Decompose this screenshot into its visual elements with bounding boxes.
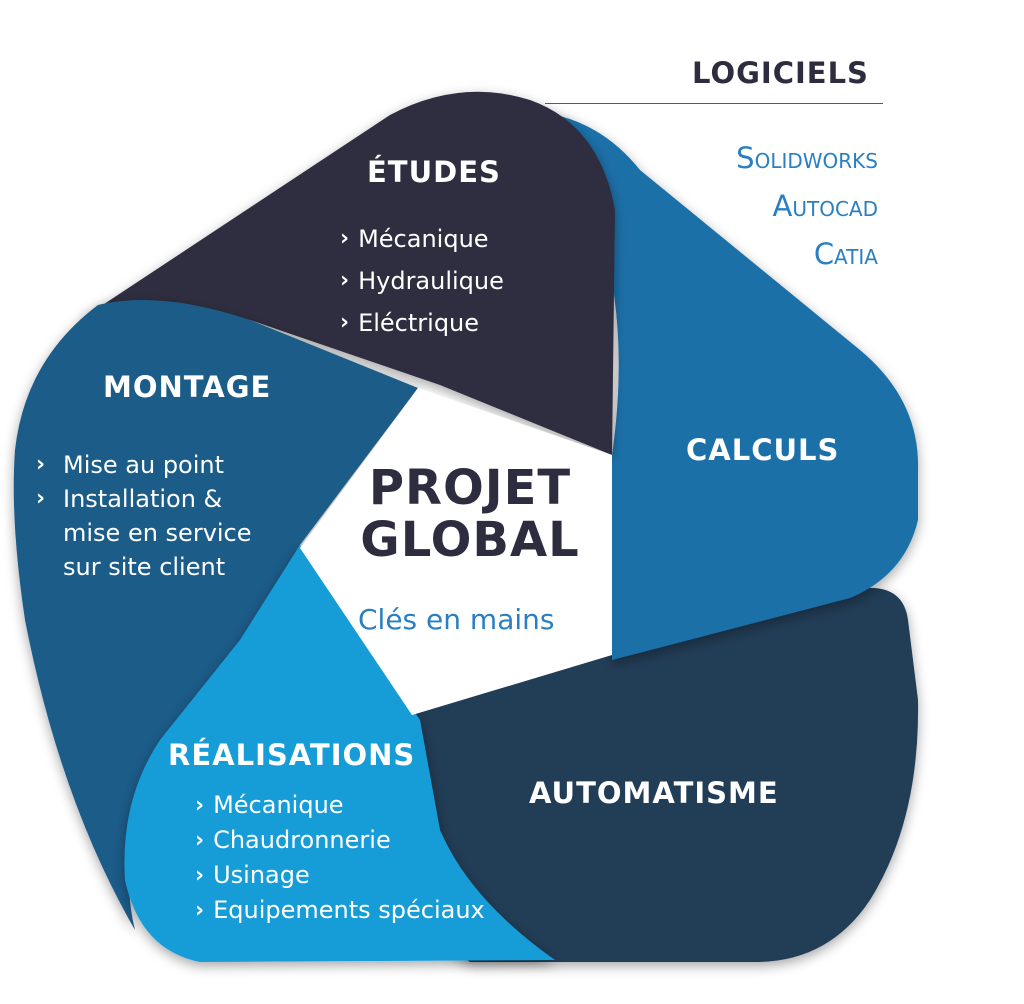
list-item-continuation: mise en service xyxy=(63,519,252,547)
chevron-right-icon: › xyxy=(340,226,350,251)
center-title: PROJET GLOBAL xyxy=(320,462,620,566)
etudes-list: ›Mécanique ›Hydraulique ›Eléctrique xyxy=(340,218,504,344)
realisations-title: RÉALISATIONS xyxy=(168,738,416,772)
chevron-right-icon: › xyxy=(195,898,205,923)
software-item-catia: Catia xyxy=(813,237,878,271)
chevron-right-icon: › xyxy=(340,310,350,335)
list-item: ›Mécanique xyxy=(340,218,504,260)
list-item: ›Mise au point xyxy=(36,448,252,482)
etudes-title: ÉTUDES xyxy=(367,155,501,189)
list-item: ›Mécanique xyxy=(195,788,485,823)
software-item-solidworks: Solidworks xyxy=(736,141,878,175)
list-item: ›Installation & xyxy=(36,482,252,516)
center-pentagon xyxy=(300,388,612,715)
calculs-title: CALCULS xyxy=(686,433,840,467)
center-title-line1: PROJET xyxy=(368,460,572,516)
list-item: ›Hydraulique xyxy=(340,260,504,302)
montage-segment xyxy=(13,300,418,930)
center-title-line2: GLOBAL xyxy=(360,512,580,568)
calculs-segment xyxy=(540,112,919,660)
realisations-segment xyxy=(124,545,555,962)
etudes-segment xyxy=(80,91,615,456)
automatisme-title: AUTOMATISME xyxy=(529,776,779,810)
list-item: ›Chaudronnerie xyxy=(195,823,485,858)
chevron-right-icon: › xyxy=(340,268,350,293)
center-subtitle: Clés en mains xyxy=(358,603,555,636)
montage-title: MONTAGE xyxy=(103,370,272,404)
chevron-right-icon: › xyxy=(36,486,46,511)
chevron-right-icon: › xyxy=(195,793,205,818)
software-item-autocad: Autocad xyxy=(772,189,878,223)
chevron-right-icon: › xyxy=(36,452,46,477)
list-item-continuation: sur site client xyxy=(63,553,226,581)
software-divider xyxy=(545,103,883,104)
realisations-list: ›Mécanique ›Chaudronnerie ›Usinage ›Equi… xyxy=(195,788,485,928)
automatisme-segment xyxy=(402,587,919,962)
list-item: ›Equipements spéciaux xyxy=(195,893,485,928)
software-title: LOGICIELS xyxy=(692,56,869,90)
chevron-right-icon: › xyxy=(195,828,205,853)
list-item: ›Eléctrique xyxy=(340,302,504,344)
chevron-right-icon: › xyxy=(195,863,205,888)
list-item: ›Usinage xyxy=(195,858,485,893)
montage-list: ›Mise au point ›Installation & mise en s… xyxy=(36,448,252,584)
